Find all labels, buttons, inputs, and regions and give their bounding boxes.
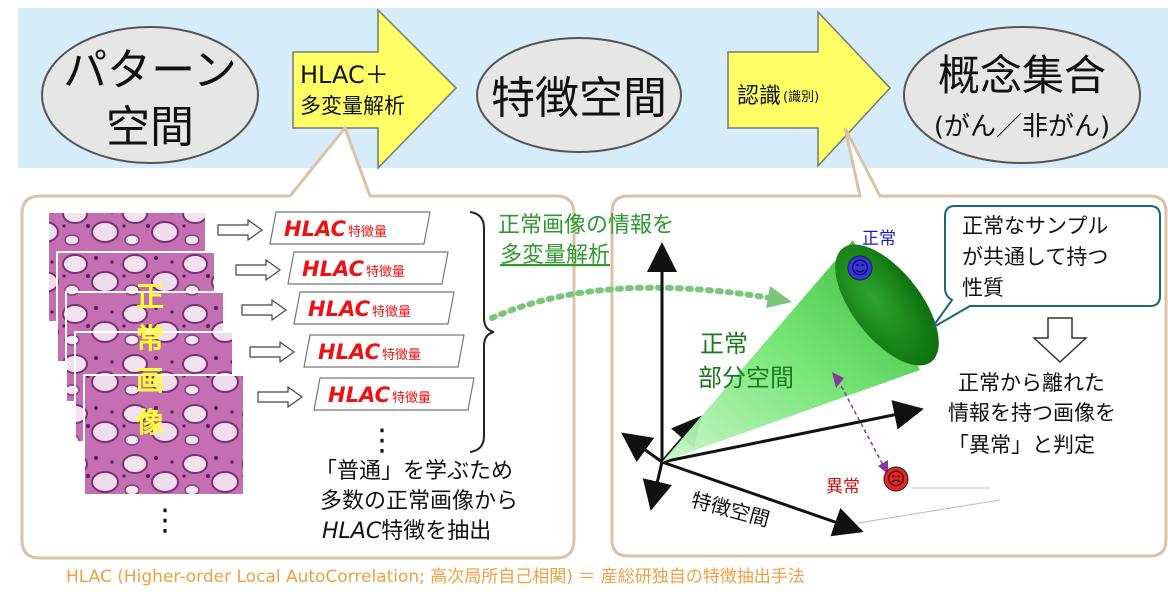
footer-note: HLAC (Higher-order Local AutoCorrelation… (66, 567, 805, 587)
normal-label: 正常 (862, 229, 896, 249)
axis-right (661, 400, 924, 464)
abnormal-label: 異常 (826, 477, 860, 497)
white-arrow-icon (235, 258, 282, 282)
conclusion-line1: 正常から離れた (958, 371, 1105, 395)
grouping-brace (469, 211, 495, 453)
feature-space-node: 特徴空間 (476, 37, 682, 153)
pattern-space-line1: パターン (63, 45, 237, 96)
white-arrow-icon (249, 340, 296, 364)
feature-box (303, 334, 465, 368)
axis-short-2 (621, 432, 663, 464)
green-note-line1: 正常画像の情報を (498, 213, 674, 238)
feature-row-5: HLAC 特徴量 (257, 377, 475, 411)
conclusion-line3: 「異常」と判定 (948, 433, 1095, 457)
feature-row-4: HLAC 特徴量 (249, 334, 465, 368)
hlac-feature-rows: HLAC 特徴量 HLAC 特徴量 HLAC 特徴量 HLAC 特徴量 HLAC… (217, 211, 475, 458)
normal-image-stack: 正 常 画 像 ⋮ (47, 211, 245, 538)
white-arrow-icon (217, 218, 264, 242)
conclusion-line2: 情報を持つ画像を (948, 401, 1116, 425)
conclusion-text: 正常から離れた 情報を持つ画像を 「異常」と判定 (948, 371, 1116, 457)
feature-box (269, 211, 431, 245)
callout-line1: 正常なサンプル (962, 214, 1108, 238)
caption-line3: HLAC特徴を抽出 (322, 519, 491, 544)
hlac-plus-label: HLAC＋ (300, 61, 389, 89)
normal-image-char-1: 正 (136, 280, 164, 313)
recognition-label: 認識 (737, 84, 781, 109)
feature-space-label: 特徴空間 (491, 73, 667, 124)
smiley-icon (847, 255, 873, 281)
axis-diagonal (661, 460, 864, 537)
concept-set-node: 概念集合 (がん／非がん) (903, 26, 1141, 164)
tissue-image-5 (83, 374, 245, 496)
feature-box-main: HLAC (284, 217, 347, 241)
frown-icon (883, 466, 909, 492)
pattern-space-node: パターン 空間 (41, 26, 259, 164)
cancer-noncancer-label: (がん／非がん) (934, 112, 1110, 142)
feature-box-main: HLAC (318, 340, 381, 364)
frown-face-glyph: ☹ (887, 469, 906, 490)
feature-box-sub: 特徴量 (348, 225, 387, 240)
axis-short-1 (660, 415, 702, 463)
white-arrow-icon (257, 385, 304, 409)
normal-image-char-3: 画 (136, 364, 164, 397)
callout-line2: が共通して持つ (962, 245, 1108, 269)
white-arrow-icon (241, 298, 288, 322)
distance-arrow-head-top (832, 372, 844, 388)
feature-box-sub: 特徴量 (372, 305, 411, 320)
normal-image-char-2: 常 (136, 322, 164, 355)
recognition-arrow: 認識 (識別) (727, 10, 892, 168)
feature-box (287, 251, 449, 285)
dotted-arrow (489, 284, 773, 321)
pattern-space-line2: 空間 (106, 102, 194, 153)
feature-box-main: HLAC (328, 383, 391, 407)
green-note: 正常画像の情報を 多変量解析 (489, 213, 792, 321)
feature-box-sub: 特徴量 (392, 391, 431, 406)
dotted-arrow-head (766, 286, 792, 308)
left-caption: 「普通」を学ぶため 多数の正常画像から HLAC特徴を抽出 (315, 459, 518, 544)
caption-line2: 多数の正常画像から (320, 489, 518, 514)
distance-arrow (837, 379, 884, 466)
concept-set-label: 概念集合 (938, 51, 1106, 100)
down-arrow-icon (1032, 317, 1088, 364)
subspace-label-line1: 正常 (700, 330, 748, 358)
distance-arrow-head-bottom (878, 460, 888, 474)
feature-box (293, 291, 455, 325)
feature-row-1: HLAC 特徴量 (217, 211, 431, 245)
axis-short-3 (642, 461, 673, 511)
green-note-line2: 多変量解析 (500, 243, 610, 268)
multivariate-label: 多変量解析 (300, 94, 405, 118)
more-features-dots: ⋮ (367, 423, 397, 458)
caption-line3-rest: 特徴を抽出 (381, 519, 491, 544)
hlac-analysis-arrow: HLAC＋ 多変量解析 (292, 8, 458, 170)
feature-space-axes (621, 242, 924, 537)
feature-box-sub: 特徴量 (382, 348, 421, 363)
axis-guide-line (857, 499, 1001, 524)
callout-box: 正常なサンプル が共通して持つ 性質 (931, 205, 1161, 329)
more-images-dots: ⋮ (150, 503, 180, 538)
feature-box-main: HLAC (308, 297, 371, 321)
feature-box-sub: 特徴量 (366, 265, 405, 280)
caption-line3-italic: HLAC (322, 519, 382, 544)
normal-image-char-4: 像 (136, 406, 165, 439)
feature-box-main: HLAC (302, 257, 365, 281)
identification-label: (識別) (783, 90, 819, 105)
subspace-label-line2: 部分空間 (698, 364, 794, 392)
caption-line1: 「普通」を学ぶため (315, 459, 513, 484)
feature-box (313, 377, 475, 411)
feature-row-2: HLAC 特徴量 (235, 251, 449, 285)
feature-row-3: HLAC 特徴量 (241, 291, 455, 325)
callout-line3: 性質 (962, 276, 1004, 300)
smiley-face-glyph: ☺ (851, 258, 870, 279)
